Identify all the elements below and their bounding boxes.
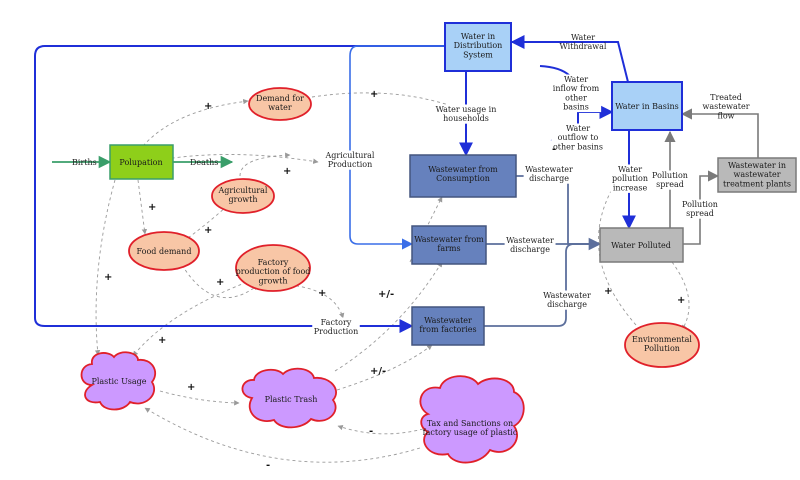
sign-food-agri: + bbox=[204, 225, 212, 236]
food-demand-text: Food demand bbox=[137, 247, 192, 256]
link-factoryfood-prod bbox=[289, 284, 345, 319]
link-polluted-env bbox=[671, 261, 690, 331]
link-tax-plastic bbox=[144, 407, 421, 463]
label-backing bbox=[541, 290, 593, 310]
sign-tax-plastic: - bbox=[266, 460, 270, 471]
label-backing bbox=[551, 74, 602, 113]
flow-distribution-factories bbox=[34, 45, 445, 333]
node-food-demand[interactable]: Food demand bbox=[128, 231, 200, 271]
node-plastic-trash[interactable]: Plastic Trash bbox=[241, 367, 337, 429]
label-backing bbox=[680, 199, 720, 219]
flow-basins-distribution bbox=[510, 35, 629, 83]
link-population-demand bbox=[142, 98, 249, 147]
sign-demand-usage: + bbox=[370, 89, 378, 100]
label-backing bbox=[312, 317, 360, 337]
sign-env-increase: + bbox=[604, 286, 612, 297]
flow-distribution-farms bbox=[349, 45, 445, 250]
deaths-label: Deaths bbox=[190, 158, 218, 167]
sign-factoryfood-plastic: + bbox=[158, 335, 166, 346]
link-trash-factories bbox=[336, 344, 433, 391]
plastic-trash-text: Plastic Trash bbox=[265, 395, 318, 404]
births-label: Births bbox=[72, 158, 97, 167]
label-backing bbox=[504, 235, 556, 255]
link-factoryfood-plastic bbox=[132, 277, 259, 357]
label-backing bbox=[650, 170, 690, 190]
label-backing bbox=[323, 150, 377, 170]
label-backing bbox=[551, 123, 605, 152]
water-basins-text: Water in Basins bbox=[615, 102, 678, 111]
link-tax-trash bbox=[337, 424, 424, 435]
node-water-basins[interactable]: Water in Basins bbox=[611, 81, 683, 131]
node-population[interactable]: Polupation bbox=[109, 144, 174, 180]
sign-trash-factories: +/- bbox=[370, 366, 386, 377]
sign-population-agri: + bbox=[283, 166, 291, 177]
flow-consumption-polluted bbox=[516, 175, 600, 245]
sign-tax-trash: - bbox=[369, 426, 373, 437]
link-demand-usage bbox=[311, 92, 469, 113]
link-population-food bbox=[137, 179, 148, 235]
label-backing bbox=[523, 164, 575, 184]
sign-food-factoryfood: + bbox=[216, 277, 224, 288]
sign-trash-farms: +/- bbox=[378, 289, 394, 300]
link-food-factoryfood bbox=[181, 264, 259, 299]
sign-outflow: - bbox=[552, 144, 556, 155]
sign-population-food: + bbox=[148, 202, 156, 213]
node-plastic-usage[interactable]: Plastic Usage bbox=[80, 351, 157, 411]
link-agri-farms bbox=[239, 152, 291, 177]
flow-factories-polluted bbox=[484, 243, 600, 327]
sign-population-plastic: + bbox=[104, 272, 112, 283]
label-backing bbox=[434, 104, 498, 124]
population-text: Polupation bbox=[119, 158, 162, 167]
sign-factoryfood-prod: + bbox=[318, 288, 326, 299]
link-population-plastic bbox=[94, 179, 116, 356]
sign-polluted-env: + bbox=[677, 295, 685, 306]
node-water-polluted[interactable]: Water Polluted bbox=[599, 227, 684, 263]
water-polluted-text: Water Polluted bbox=[611, 241, 671, 250]
sign-population-demand: + bbox=[204, 101, 212, 112]
plastic-usage-text: Plastic Usage bbox=[91, 377, 146, 386]
label-backing bbox=[610, 164, 650, 193]
flow-treatment-basins bbox=[680, 108, 759, 158]
sign-plastic-trash: + bbox=[187, 382, 195, 393]
link-plastic-trash bbox=[159, 390, 240, 406]
